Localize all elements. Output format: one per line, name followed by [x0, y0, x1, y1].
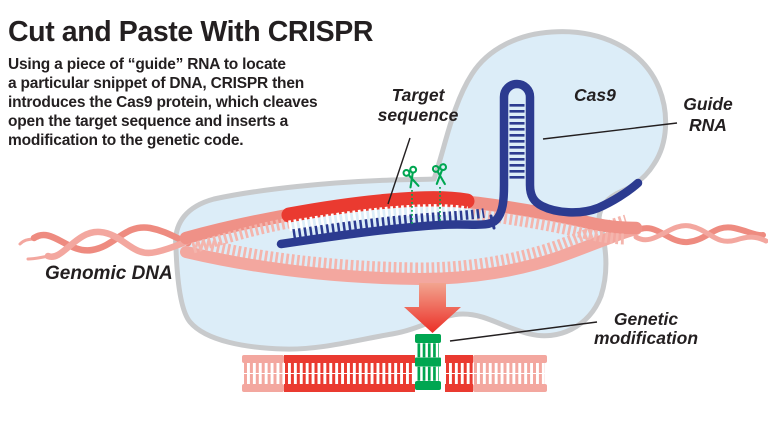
page-title: Cut and Paste With CRISPR — [8, 16, 374, 48]
intro-line: introduces the Cas9 protein, which cleav… — [8, 94, 318, 111]
intro-line: Using a piece of “guide” RNA to locate — [8, 56, 286, 73]
genetic-modification-insert — [415, 334, 441, 390]
target-sequence-segment — [281, 191, 475, 223]
guide-rna-rungs — [292, 208, 485, 239]
dna-top-strand-rungs-right — [471, 208, 625, 245]
guide-rna-end-tick — [489, 214, 496, 230]
intro-line: open the target sequence and inserts a — [8, 113, 289, 130]
label-guide-rna: Guide RNA — [683, 94, 733, 135]
dna-bottom-strand-rungs — [194, 214, 628, 274]
intro-paragraph: Using a piece of “guide” RNA to locate a… — [8, 55, 318, 150]
pointer-line-genetic-modification — [449, 321, 598, 342]
label-genomic-dna: Genomic DNA — [45, 263, 173, 284]
target-sequence-rungs — [288, 204, 468, 232]
intro-line: a particular snippet of DNA, CRISPR then — [8, 75, 305, 92]
dna-top-strand-rungs-left — [191, 217, 290, 254]
intro-line: modification to the genetic code. — [8, 132, 244, 149]
label-target-sequence: Target sequence — [377, 85, 459, 125]
label-cas9: Cas9 — [574, 85, 616, 105]
label-genetic-modification: Genetic modification — [593, 309, 699, 348]
guide-rna-strand — [276, 79, 643, 249]
pointer-line-target-sequence — [387, 137, 411, 205]
modified-dna-strip — [242, 334, 547, 392]
dna-bottom-strand — [180, 223, 642, 286]
pointer-line-guide-rna — [542, 122, 678, 140]
scissors-icon — [431, 163, 448, 186]
down-arrow-icon — [404, 283, 461, 333]
genomic-dna-right-helix — [633, 223, 768, 246]
genomic-dna-left-helix — [18, 224, 192, 261]
scissors-icon — [402, 165, 420, 189]
